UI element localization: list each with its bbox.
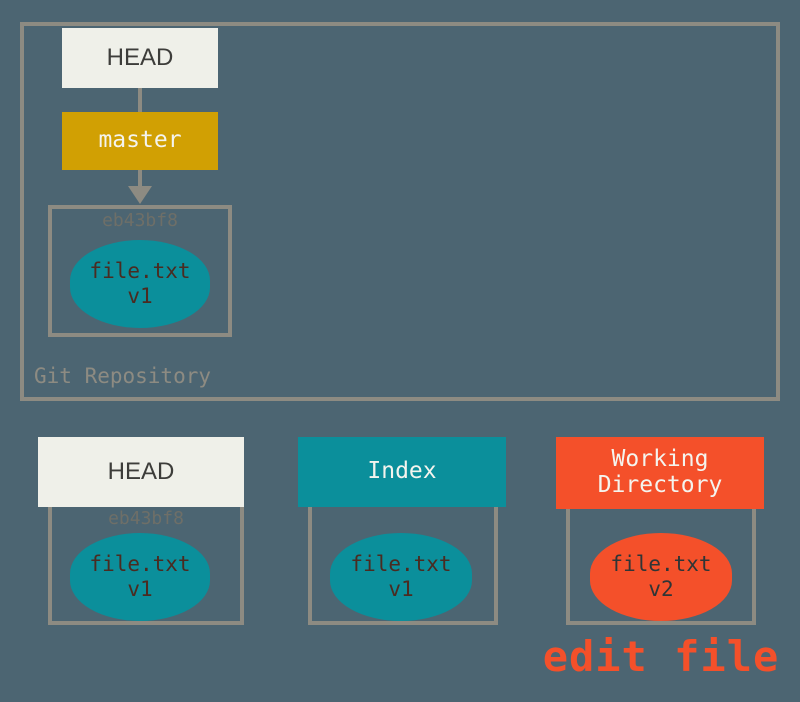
head-column-file-name: file.txt	[89, 552, 191, 577]
working-directory-file-version: v2	[648, 577, 674, 601]
index-column-header: Index	[298, 437, 506, 507]
head-column-hash: eb43bf8	[108, 508, 184, 529]
repo-commit-file-version: v1	[127, 284, 153, 308]
git-repository-frame	[20, 22, 780, 401]
working-directory-file-name: file.txt	[610, 552, 712, 577]
repo-commit-hash: eb43bf8	[102, 210, 178, 231]
index-column-file-version: v1	[388, 577, 414, 601]
head-column-blob: file.txt v1	[70, 533, 210, 621]
repo-master-branch-box: master	[62, 112, 218, 170]
index-column-file-name: file.txt	[350, 552, 452, 577]
repo-commit-blob: file.txt v1	[70, 240, 210, 328]
working-directory-header-line1: Working	[611, 446, 709, 473]
edit-file-annotation: edit file	[542, 632, 780, 681]
head-column-file-version: v1	[127, 577, 153, 601]
git-repository-label: Git Repository	[34, 364, 212, 388]
head-column-header: HEAD	[38, 437, 244, 507]
head-to-master-connector	[138, 88, 142, 112]
repo-commit-file-name: file.txt	[89, 259, 191, 284]
working-directory-column-header: Working Directory	[556, 437, 764, 509]
working-directory-header-line2: Directory	[597, 472, 723, 498]
working-directory-column-blob: file.txt v2	[590, 533, 732, 621]
repo-head-box: HEAD	[62, 28, 218, 88]
master-to-commit-arrowhead-icon	[128, 186, 152, 204]
repo-commit-box	[48, 205, 232, 337]
master-to-commit-connector	[138, 170, 142, 194]
index-column-blob: file.txt v1	[330, 533, 472, 621]
